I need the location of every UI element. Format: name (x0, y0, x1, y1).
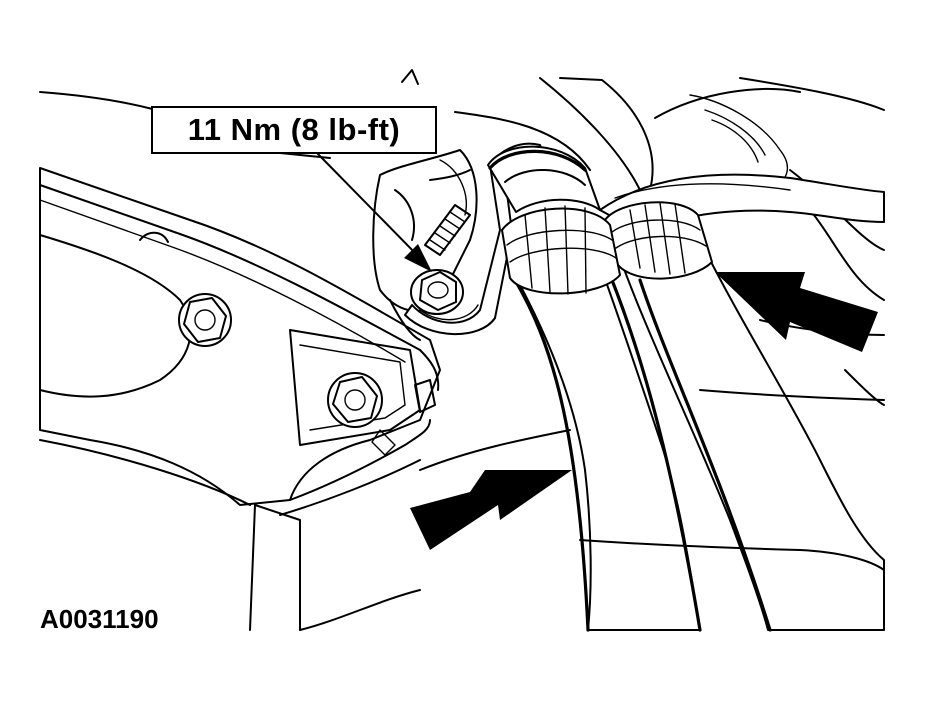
figure-id: A0031190 (40, 604, 159, 634)
bolt-left (178, 293, 232, 347)
stud-threads (424, 204, 471, 256)
hose-left (501, 205, 702, 632)
arrow-right (715, 272, 878, 352)
mounting-bracket (372, 149, 478, 341)
arrow-lower-left (410, 470, 572, 550)
callout-leader (317, 153, 432, 272)
clip-nut (410, 269, 464, 315)
body-panel-outlines (39, 69, 885, 406)
hose-upper-bend (487, 145, 601, 213)
bolt-right (327, 372, 383, 428)
hose-right (604, 201, 885, 632)
torque-callout: 11 Nm (8 lb-ft) (151, 106, 437, 154)
